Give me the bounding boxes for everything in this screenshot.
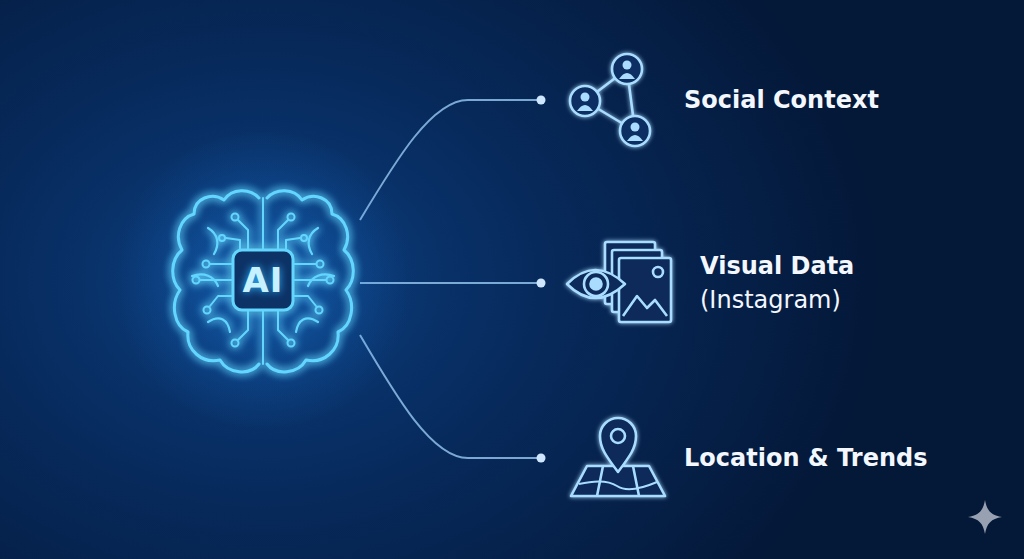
item-title: Location & Trends bbox=[684, 441, 928, 475]
brain-icon bbox=[113, 130, 413, 430]
map-pin-icon bbox=[571, 418, 665, 496]
item-title: Visual Data bbox=[700, 249, 854, 283]
connector-dot bbox=[537, 279, 546, 288]
item-title: Social Context bbox=[684, 83, 879, 117]
eye-images-icon bbox=[567, 242, 671, 322]
connector-dot bbox=[537, 454, 546, 463]
sparkle-mark bbox=[968, 500, 1002, 534]
social-network-icon bbox=[570, 54, 650, 146]
ai-core-node: AI bbox=[168, 180, 358, 380]
source-item: Location & Trends bbox=[541, 413, 934, 503]
source-item: Visual Data(Instagram) bbox=[541, 238, 860, 328]
source-item: Social Context bbox=[541, 55, 885, 145]
chip-label: AI bbox=[243, 263, 284, 297]
item-subtitle: (Instagram) bbox=[700, 283, 854, 317]
connector-dot bbox=[537, 96, 546, 105]
